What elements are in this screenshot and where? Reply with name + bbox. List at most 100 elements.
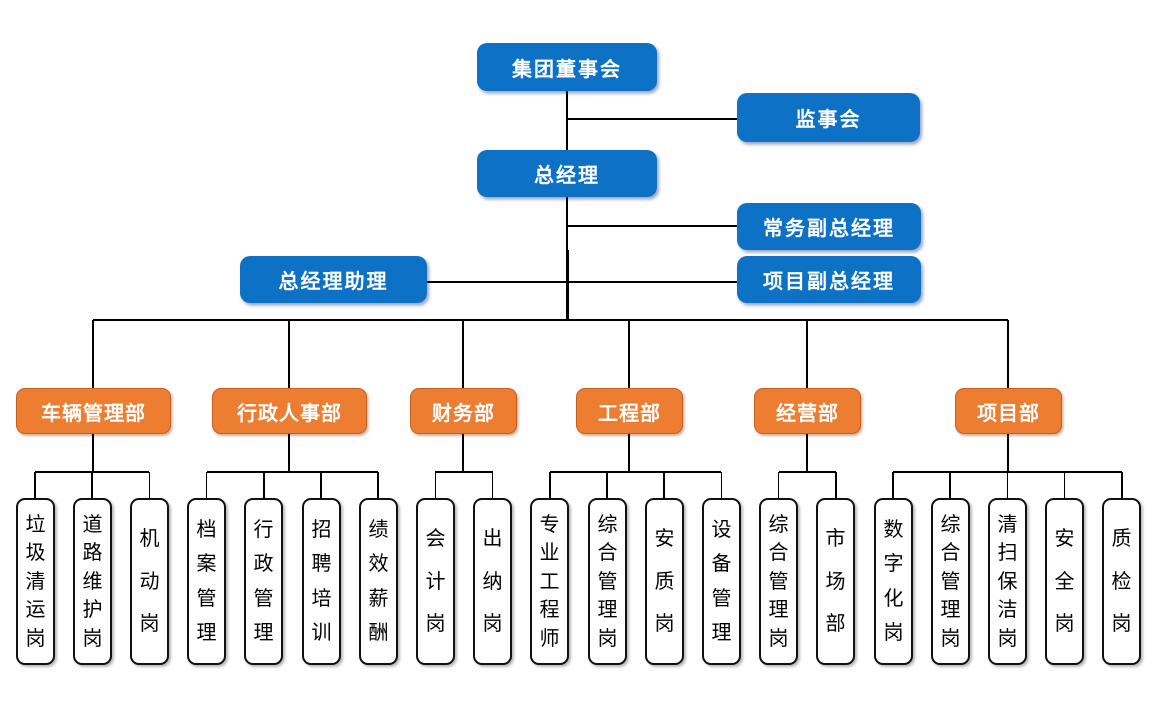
position-box: 质检岗 <box>1102 498 1141 665</box>
dept-operations-box-label: 经营部 <box>776 402 839 425</box>
position-box-label: 招聘培训 <box>311 519 332 644</box>
connector-line <box>148 472 151 498</box>
connector-line <box>206 471 379 473</box>
connector-line <box>949 472 951 498</box>
connector-line <box>628 320 630 388</box>
connector-line <box>549 471 722 473</box>
position-box: 绩效薪酬 <box>359 498 398 665</box>
connector-line <box>549 472 551 498</box>
connector-line <box>566 197 568 250</box>
dept-admin-hr-box: 行政人事部 <box>212 388 367 434</box>
position-box: 数字化岗 <box>874 498 913 665</box>
position-box-label: 综合管理岗 <box>940 513 961 650</box>
position-box-label: 综合管理岗 <box>597 513 618 650</box>
position-box: 专业工程师 <box>530 498 569 665</box>
connector-line <box>91 472 93 498</box>
group-board-box: 集团董事会 <box>477 43 657 91</box>
general-manager-box: 总经理 <box>477 150 657 197</box>
connector-line <box>1007 320 1009 388</box>
position-box: 清扫保洁岗 <box>988 498 1027 665</box>
dept-project-box: 项目部 <box>955 388 1062 434</box>
connector-line <box>93 319 1008 321</box>
position-box-label: 数字化岗 <box>883 519 904 644</box>
dept-engineering-box: 工程部 <box>576 388 683 434</box>
connector-line <box>435 471 493 473</box>
connector-line <box>606 472 608 498</box>
position-box: 垃圾清运岗 <box>16 498 55 665</box>
connector-line <box>92 434 94 472</box>
group-board-box-label: 集团董事会 <box>512 58 622 81</box>
position-box: 机动岗 <box>130 498 169 665</box>
dept-vehicle-management-box: 车辆管理部 <box>16 388 171 434</box>
connector-line <box>566 91 568 150</box>
connector-line <box>427 281 737 283</box>
position-box-label: 清扫保洁岗 <box>997 513 1018 650</box>
dept-engineering-box-label: 工程部 <box>598 402 661 425</box>
connector-line <box>567 225 737 227</box>
position-box-label: 垃圾清运岗 <box>25 513 46 650</box>
position-box: 档案管理 <box>187 498 226 665</box>
connector-line <box>377 472 379 498</box>
position-box: 会计岗 <box>416 498 455 665</box>
connector-line <box>720 472 723 498</box>
position-box: 道路维护岗 <box>73 498 112 665</box>
supervisory-board-box-label: 监事会 <box>795 109 862 131</box>
position-box-label: 出纳岗 <box>482 527 503 636</box>
position-box-label: 行政管理 <box>253 519 274 644</box>
position-box: 市场部 <box>816 498 855 665</box>
connector-line <box>434 472 437 498</box>
connector-line <box>567 118 737 120</box>
position-box-label: 安全岗 <box>1054 527 1075 636</box>
connector-line <box>663 472 665 498</box>
supervisory-board-box: 监事会 <box>737 93 920 142</box>
connector-line <box>778 471 836 473</box>
connector-line <box>1007 434 1009 472</box>
position-box-label: 道路维护岗 <box>82 513 103 650</box>
position-box-label: 绩效薪酬 <box>368 519 389 644</box>
position-box-label: 设备管理 <box>711 519 732 644</box>
dept-admin-hr-box-label: 行政人事部 <box>237 402 342 425</box>
position-box-label: 质检岗 <box>1111 527 1132 636</box>
dept-project-box-label: 项目部 <box>977 402 1040 425</box>
position-box: 招聘培训 <box>302 498 341 665</box>
connector-line <box>288 434 290 472</box>
general-manager-box-label: 总经理 <box>534 165 600 187</box>
connector-line <box>1006 472 1009 498</box>
connector-line <box>565 250 569 321</box>
connector-line <box>491 472 494 498</box>
position-box-label: 安质岗 <box>654 527 675 636</box>
position-box: 安全岗 <box>1045 498 1084 665</box>
connector-line <box>288 320 290 388</box>
gm-assistant-box-label: 总经理助理 <box>278 271 389 293</box>
dept-finance-box: 财务部 <box>410 388 517 434</box>
project-deputy-gm-box-label: 项目副总经理 <box>763 271 895 293</box>
position-box: 安质岗 <box>645 498 684 665</box>
position-box-label: 专业工程师 <box>539 513 560 650</box>
connector-line <box>806 320 808 388</box>
connector-line <box>34 472 36 498</box>
connector-line <box>205 472 208 498</box>
dept-operations-box: 经营部 <box>754 388 861 434</box>
position-box: 设备管理 <box>702 498 741 665</box>
connector-line <box>1121 472 1123 498</box>
executive-deputy-gm-box-label: 常务副总经理 <box>763 218 895 240</box>
position-box-label: 会计岗 <box>425 527 446 636</box>
gm-assistant-box: 总经理助理 <box>240 256 427 303</box>
dept-finance-box-label: 财务部 <box>432 402 495 425</box>
position-box-label: 综合管理岗 <box>768 513 789 650</box>
connector-line <box>320 472 322 498</box>
connector-line <box>1063 472 1066 498</box>
position-box: 综合管理岗 <box>931 498 970 665</box>
connector-line <box>628 434 630 472</box>
connector-line <box>462 434 464 472</box>
connector-line <box>892 472 894 498</box>
position-box: 综合管理岗 <box>588 498 627 665</box>
executive-deputy-gm-box: 常务副总经理 <box>737 203 921 250</box>
connector-line <box>835 472 837 498</box>
dept-vehicle-management-box-label: 车辆管理部 <box>41 402 146 425</box>
connector-line <box>263 472 265 498</box>
connector-line <box>462 320 464 388</box>
connector-line <box>777 472 780 498</box>
project-deputy-gm-box: 项目副总经理 <box>737 256 921 303</box>
